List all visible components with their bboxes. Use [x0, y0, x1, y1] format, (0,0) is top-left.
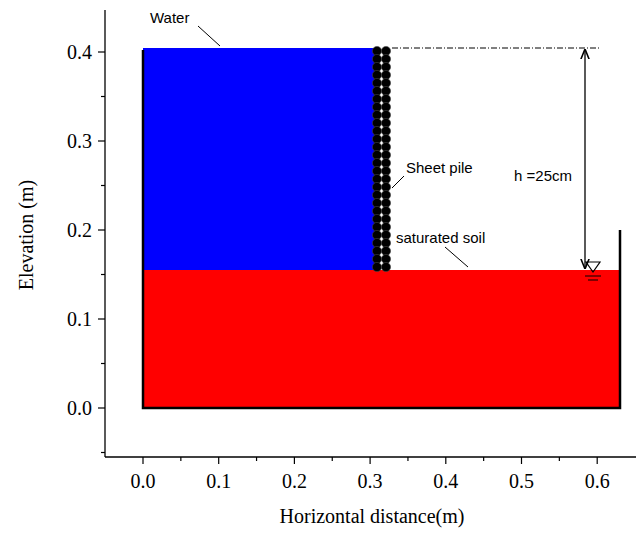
axis-tick	[559, 457, 560, 461]
axis-tick	[98, 51, 105, 52]
water-level-symbol	[586, 262, 600, 272]
tick-label: 0.4	[433, 470, 458, 492]
dimension-arrow	[584, 50, 585, 268]
axis-tick	[101, 96, 105, 97]
axis-tick	[101, 452, 105, 453]
water-level-symbol	[585, 276, 601, 277]
axis-tick	[101, 274, 105, 275]
tick-label: 0.5	[509, 470, 534, 492]
dimension-label: h =25cm	[514, 168, 572, 185]
axis-tick	[142, 457, 143, 464]
axis-tick	[98, 407, 105, 408]
tick-label: 0.3	[67, 130, 92, 152]
water-level-symbol	[588, 280, 598, 281]
axis-tick	[180, 457, 181, 461]
axis-tick	[370, 457, 371, 464]
axis-tick	[521, 457, 522, 464]
axis-tick	[597, 457, 598, 464]
tick-label: 0.2	[67, 219, 92, 241]
axis-tick	[294, 457, 295, 464]
region-label: saturated soil	[396, 230, 485, 247]
tick-label: 0.0	[131, 470, 156, 492]
region-label: Water	[150, 10, 189, 27]
axis-tick	[101, 185, 105, 186]
part-label: Sheet pile	[406, 160, 473, 177]
tick-label: 0.2	[282, 470, 307, 492]
axis-tick	[483, 457, 484, 461]
tank-wall	[143, 50, 620, 408]
axis-tick	[407, 457, 408, 461]
pile-element	[372, 262, 381, 271]
tick-label: 0.3	[358, 470, 383, 492]
reference-line	[392, 48, 600, 49]
axis-title: Elevation (m)	[15, 180, 37, 291]
water-region	[143, 48, 378, 270]
tick-label: 0.4	[67, 41, 92, 63]
leader-line	[392, 176, 404, 188]
y-axis	[104, 10, 105, 457]
tick-label: 0.1	[206, 470, 231, 492]
tick-label: 0.6	[585, 470, 610, 492]
axis-tick	[98, 229, 105, 230]
axis-tick	[101, 363, 105, 364]
soil-region	[143, 270, 620, 408]
sheet-pile	[372, 46, 390, 271]
axis-title: Horizontal distance(m)	[280, 505, 465, 527]
axes	[98, 10, 636, 464]
axis-tick	[256, 457, 257, 461]
tick-label: 0.0	[67, 397, 92, 419]
pile-element	[381, 262, 390, 271]
axis-tick	[218, 457, 219, 464]
axis-tick	[332, 457, 333, 461]
axis-tick	[445, 457, 446, 464]
axis-tick	[98, 318, 105, 319]
leader-line	[198, 26, 220, 46]
leader-line	[445, 247, 468, 267]
axis-tick	[98, 140, 105, 141]
tick-label: 0.1	[67, 308, 92, 330]
